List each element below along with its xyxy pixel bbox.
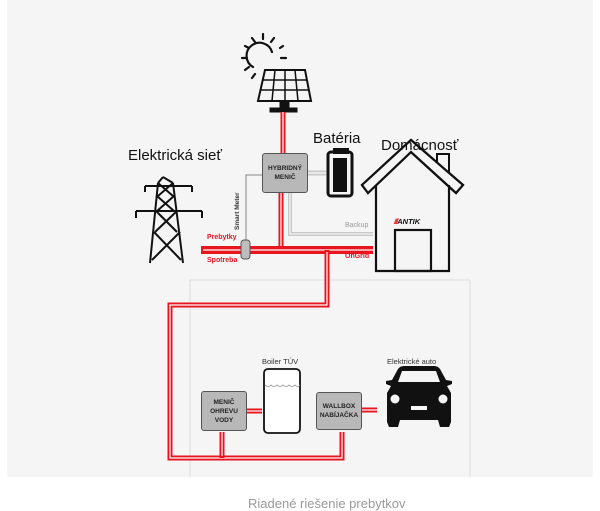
backup-line: [288, 170, 373, 236]
sun-icon: [240, 32, 288, 80]
battery-icon: [326, 148, 354, 198]
wallbox-box: WALLBOX NABÍJAČKA: [316, 392, 362, 430]
battery-label: Batéria: [313, 130, 361, 147]
hybrid-inverter-line-1: HYBRIDNÝ: [268, 165, 302, 172]
power-pylon-icon: [135, 176, 203, 264]
water-heater-line-1: MENIČ: [213, 398, 235, 406]
consumption-label: Spotreba: [207, 257, 238, 264]
smart-meter-icon: [240, 239, 251, 260]
boiler-label: Boiler TÚV: [262, 357, 299, 366]
surplus-region-frame: [189, 279, 471, 477]
brand-logo-bars: ///: [394, 217, 398, 226]
brand-logo: ///ANTIK: [394, 217, 420, 226]
household-label: Domácnosť: [381, 137, 459, 154]
car-icon: [386, 366, 452, 427]
smart-meter-wire: [245, 174, 262, 241]
hybrid-inverter-box: HYBRIDNÝ MENIČ: [262, 153, 308, 193]
diagram-svg: [135, 32, 471, 477]
hybrid-inverter-line-2: MENIČ: [274, 174, 296, 181]
wallbox-line-2: NABÍJAČKA: [319, 412, 359, 419]
brand-logo-text: ANTIK: [397, 217, 421, 226]
ongrid-label: OnGrid: [345, 253, 370, 260]
solar-panel-icon: [256, 69, 313, 113]
ev-label: Elektrické auto: [387, 357, 437, 366]
surplus-label: Prebytky: [207, 234, 237, 241]
water-heater-line-2: OHREVU: [210, 407, 238, 415]
house-icon: [360, 138, 465, 273]
footer-caption: Riadené riešenie prebytkov: [248, 496, 406, 511]
wallbox-line-1: WALLBOX: [322, 403, 356, 410]
smart-meter-label: Smart Meter: [234, 192, 241, 230]
power-lines: [167, 112, 377, 461]
boiler-icon: [263, 368, 301, 434]
grid-label: Elektrická sieť: [128, 147, 222, 164]
water-heater-line-3: VODY: [214, 416, 234, 424]
backup-label: Backup: [345, 222, 369, 229]
